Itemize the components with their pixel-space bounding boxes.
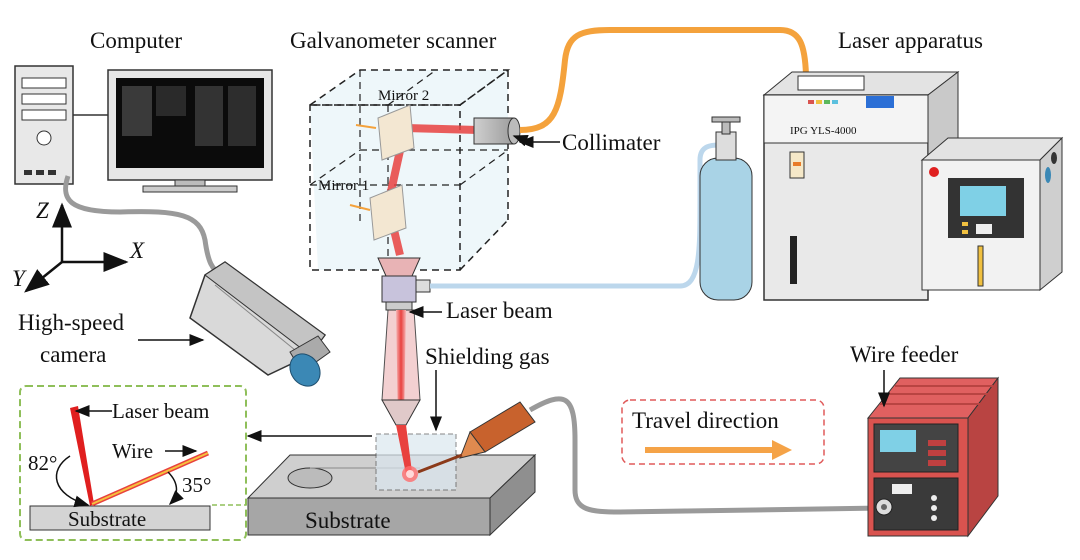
travel-direction-label: Travel direction <box>632 408 779 433</box>
wire-feeder-label: Wire feeder <box>850 342 959 367</box>
wire-torch <box>417 401 536 474</box>
inset-laser-beam <box>70 406 94 506</box>
wire-feeder <box>866 376 999 538</box>
axis-y-label: Y <box>12 266 27 291</box>
camera-label-line1: High-speed <box>18 310 125 335</box>
gas-cylinder <box>699 116 753 301</box>
laser-head <box>377 257 431 426</box>
laser-apparatus <box>762 70 1064 301</box>
laser-model-label: IPG YLS-4000 <box>790 125 857 137</box>
computer-label: Computer <box>90 28 182 53</box>
wire-cable <box>528 396 883 515</box>
laser-beam-label: Laser beam <box>446 298 553 323</box>
inset-wire-label: Wire <box>112 439 153 463</box>
mirror-1 <box>369 184 407 241</box>
high-speed-camera <box>189 261 331 387</box>
galvanometer-scanner <box>307 69 511 271</box>
coordinate-axes <box>24 202 129 293</box>
shielding-gas-label: Shielding gas <box>425 344 550 369</box>
mirror2-label: Mirror 2 <box>378 88 429 104</box>
collimator <box>473 117 521 145</box>
travel-direction-box <box>621 399 825 465</box>
laser-apparatus-label: Laser apparatus <box>838 28 983 53</box>
substrate-label: Substrate <box>305 508 391 533</box>
fiber-cable <box>519 27 809 133</box>
computer <box>14 65 273 193</box>
mirror1-label: Mirror 1 <box>318 178 369 194</box>
inset-angle-beam: 82° <box>28 451 57 475</box>
inset-panel <box>19 385 247 541</box>
inset-laser-beam-label: Laser beam <box>112 399 209 423</box>
inset-angle-wire: 35° <box>182 473 211 497</box>
camera-label-line2: camera <box>40 342 106 367</box>
axis-x-label: X <box>129 238 145 263</box>
inset-substrate-label: Substrate <box>68 507 146 531</box>
mirror-2 <box>377 104 415 161</box>
collimater-label: Collimater <box>562 130 661 155</box>
axis-z-label: Z <box>36 198 49 223</box>
galvanometer-label: Galvanometer scanner <box>290 28 497 53</box>
